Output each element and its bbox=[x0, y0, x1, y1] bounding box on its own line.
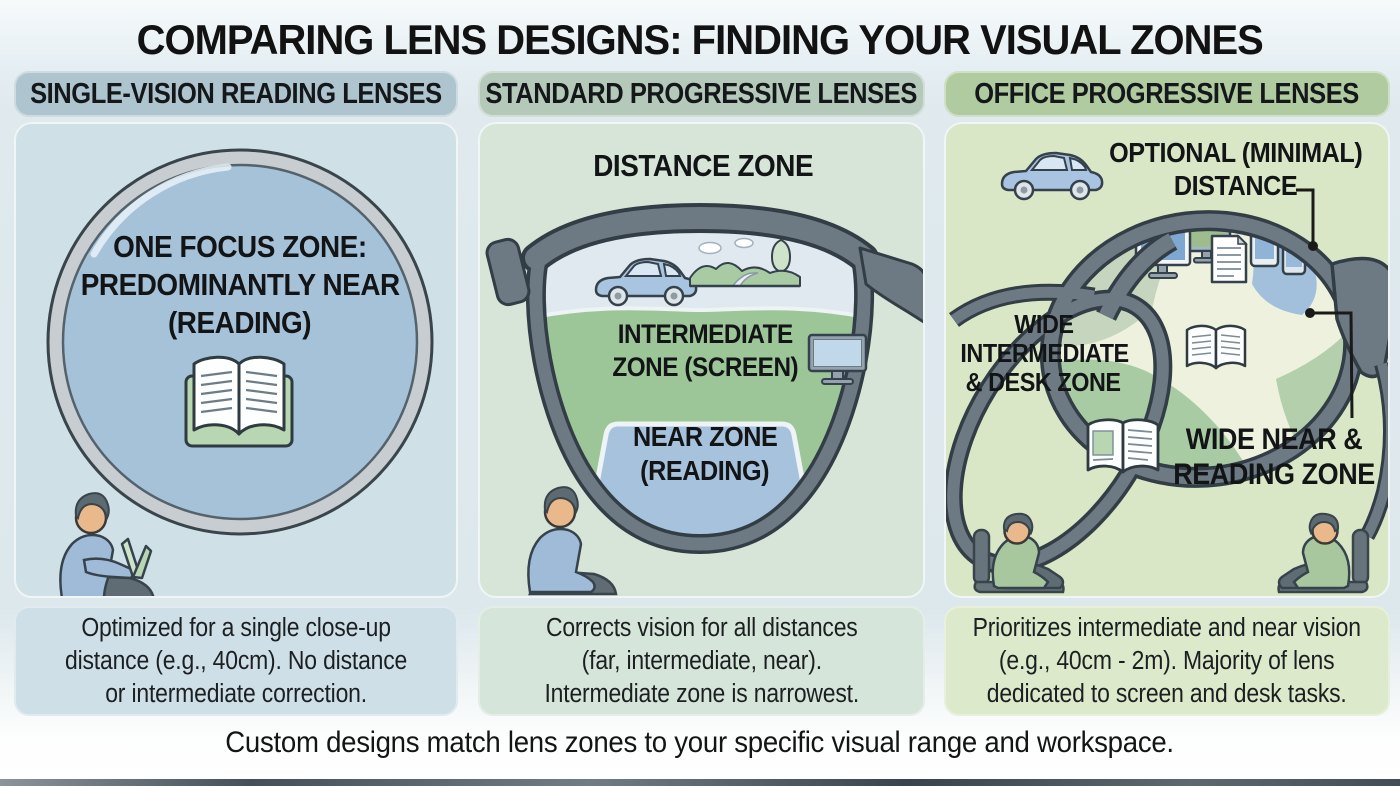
one-focus-zone-label: ONE FOCUS ZONE: PREDOMINANTLY NEAR (READ… bbox=[80, 229, 400, 340]
footer-note: Custom designs match lens zones to your … bbox=[225, 726, 1175, 759]
near-zone-label: NEAR ZONE (READING) bbox=[632, 421, 778, 486]
header-pill-office-progressive: OFFICE PROGRESSIVE LENSES bbox=[944, 71, 1390, 117]
caption-standard-progressive: Corrects vision for all distances (far, … bbox=[478, 606, 925, 716]
caption-text: Optimized for a single close-up distance… bbox=[64, 613, 408, 708]
header-label: STANDARD PROGRESSIVE LENSES bbox=[485, 77, 918, 110]
header-pill-single-vision: SINGLE-VISION READING LENSES bbox=[14, 71, 458, 117]
caption-single-vision: Optimized for a single close-up distance… bbox=[14, 606, 458, 716]
book-icon bbox=[184, 355, 294, 448]
reading-person bbox=[59, 492, 155, 596]
header-label: SINGLE-VISION READING LENSES bbox=[30, 77, 442, 110]
wide-intermediate-label: WIDE INTERMEDIATE & DESK ZONE bbox=[960, 309, 1129, 397]
car-icon bbox=[594, 257, 698, 307]
distance-zone-label: DISTANCE ZONE bbox=[593, 148, 814, 183]
panel-standard-progressive: DISTANCE ZONE INTERMEDIATE ZONE (SCREEN)… bbox=[478, 122, 925, 598]
header-pill-standard-progressive: STANDARD PROGRESSIVE LENSES bbox=[478, 71, 925, 117]
lens-highlight bbox=[90, 163, 232, 258]
caption-office-progressive: Prioritizes intermediate and near vision… bbox=[944, 606, 1390, 716]
panel-office-progressive: OPTIONAL (MINIMAL) DISTANCE WIDE INTERME… bbox=[944, 122, 1390, 598]
lens-circle bbox=[61, 163, 419, 521]
sitting-person bbox=[527, 486, 618, 596]
document-icon bbox=[1210, 234, 1248, 284]
glasses-frame bbox=[485, 202, 923, 555]
near-zone-connector bbox=[1305, 308, 1354, 419]
bottom-edge-strip bbox=[0, 779, 1400, 786]
magazine-icon bbox=[1086, 418, 1160, 474]
intermediate-zone-label: INTERMEDIATE ZONE (SCREEN) bbox=[612, 319, 798, 382]
progressive-lens-graphic bbox=[485, 202, 923, 596]
office-person-left bbox=[972, 512, 1065, 594]
panel-single-vision: ONE FOCUS ZONE: PREDOMINANTLY NEAR (READ… bbox=[14, 122, 458, 598]
caption-text: Prioritizes intermediate and near vision… bbox=[972, 613, 1362, 708]
near-zone-area bbox=[582, 421, 818, 544]
monitor-icon bbox=[807, 333, 868, 385]
landscape-icon bbox=[689, 237, 801, 288]
car-icon bbox=[1000, 151, 1104, 201]
optional-distance-label: OPTIONAL (MINIMAL) DISTANCE bbox=[1109, 137, 1363, 201]
wide-near-label: WIDE NEAR & READING ZONE bbox=[1173, 423, 1375, 491]
office-person-right bbox=[1277, 512, 1370, 594]
header-label: OFFICE PROGRESSIVE LENSES bbox=[974, 77, 1360, 110]
caption-text: Corrects vision for all distances (far, … bbox=[544, 613, 859, 708]
optional-distance-connector bbox=[1296, 188, 1318, 251]
open-book-icon bbox=[1185, 324, 1247, 370]
office-lens-graphic bbox=[946, 151, 1388, 594]
single-vision-lens-graphic bbox=[46, 148, 434, 596]
page-title: COMPARING LENS DESIGNS: FINDING YOUR VIS… bbox=[136, 16, 1264, 63]
